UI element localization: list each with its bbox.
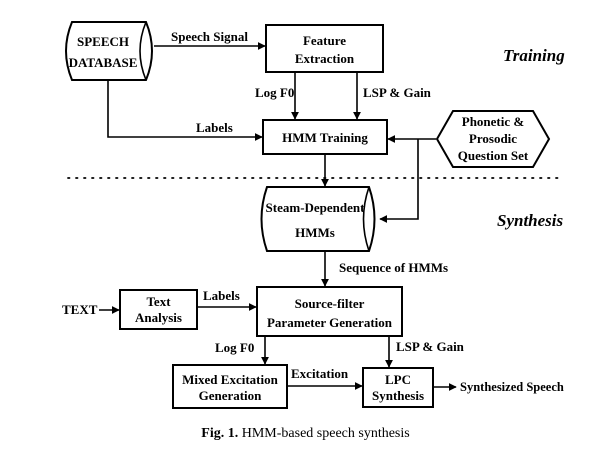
mixed-excitation-line-1: Mixed Excitation	[182, 372, 278, 387]
lsp-gain-training-label: LSP & Gain	[363, 85, 432, 100]
mixed-excitation-node: Mixed Excitation Generation	[172, 364, 288, 409]
excitation-label: Excitation	[291, 366, 349, 381]
log-f0-training-label: Log F0	[255, 85, 294, 100]
question-set-line-3: Question Set	[458, 148, 529, 163]
lpc-synthesis-line-2: Synthesis	[372, 388, 424, 403]
sequence-of-hmms-label: Sequence of HMMs	[339, 260, 448, 275]
speech-database-line-2: DATABASE	[69, 55, 138, 70]
log-f0-synthesis-label: Log F0	[215, 340, 254, 355]
labels-training-label: Labels	[196, 120, 233, 135]
feature-extraction-line-1: Feature	[303, 33, 346, 48]
stage-label-training: Training	[503, 46, 565, 65]
figure-number: Fig. 1.	[201, 426, 239, 441]
labels-training-arrow	[107, 81, 263, 141]
mixed-excitation-line-2: Generation	[199, 388, 263, 403]
parameter-generation-line-1: Source-filter	[295, 296, 365, 311]
feature-extraction-node: Feature Extraction	[265, 24, 384, 73]
question-set-node: Phonetic & Prosodic Question Set	[435, 110, 551, 168]
parameter-generation-node: Source-filter Parameter Generation	[256, 286, 403, 337]
question-set-synthesis-arrow	[379, 139, 419, 223]
figure-caption-text: HMM-based speech synthesis	[241, 426, 410, 441]
stage-label-synthesis: Synthesis	[497, 211, 564, 230]
text-analysis-node: Text Analysis	[119, 289, 198, 330]
question-set-line-1: Phonetic &	[462, 114, 525, 129]
hmms-line-2: HMMs	[295, 225, 335, 240]
lpc-synthesis-line-1: LPC	[385, 372, 411, 387]
speech-database-node: SPEECH DATABASE	[65, 21, 153, 81]
synthesized-speech-label: Synthesized Speech	[460, 380, 564, 394]
figure-caption: Fig. 1. HMM-based speech synthesis	[0, 426, 611, 442]
text-input-label: TEXT	[62, 302, 98, 317]
hmms-line-1: Steam-Dependent	[266, 200, 366, 215]
text-analysis-line-2: Analysis	[135, 310, 182, 325]
state-dependent-hmms-node: Steam-Dependent HMMs	[260, 186, 376, 252]
question-set-line-2: Prosodic	[469, 131, 517, 146]
hmm-training-label: HMM Training	[282, 130, 368, 145]
text-analysis-line-1: Text	[146, 294, 171, 309]
feature-extraction-line-2: Extraction	[295, 51, 355, 66]
hmm-training-node: HMM Training	[262, 119, 388, 155]
lsp-gain-synthesis-label: LSP & Gain	[396, 339, 465, 354]
labels-synthesis-label: Labels	[203, 288, 240, 303]
speech-signal-label: Speech Signal	[171, 29, 248, 44]
lpc-synthesis-node: LPC Synthesis	[362, 367, 434, 408]
parameter-generation-line-2: Parameter Generation	[267, 315, 393, 330]
speech-database-line-1: SPEECH	[77, 34, 129, 49]
